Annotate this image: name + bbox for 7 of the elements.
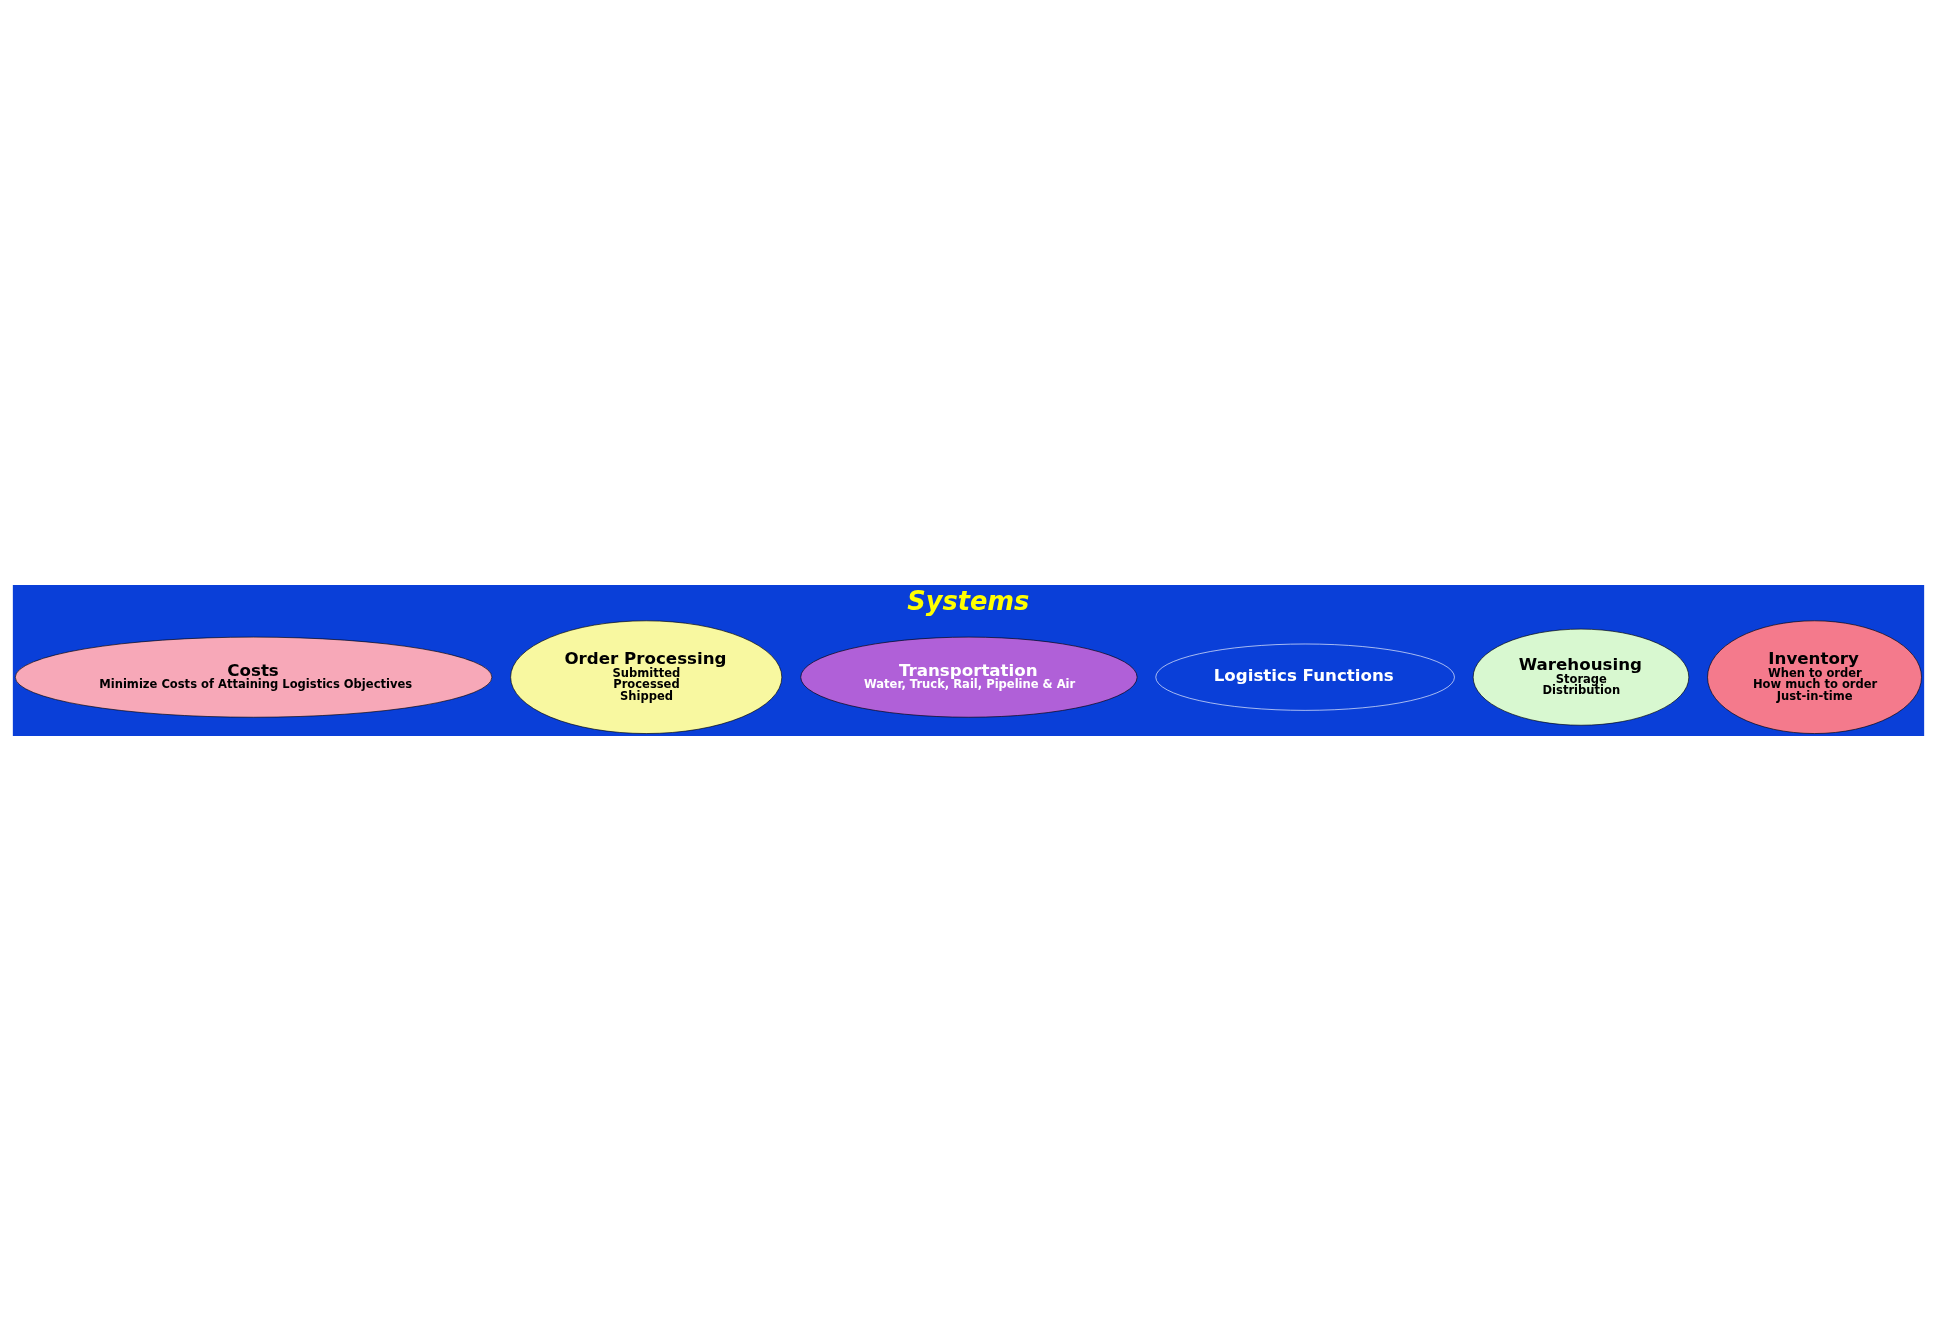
node-ellipse: Costs Minimize Costs of Attaining Logistics Objectives xyxy=(14,636,492,718)
node-ellipse: Logistics Functions xyxy=(1154,643,1455,711)
node-ellipse: Order Processing Submitted Processed Shipped xyxy=(509,620,782,734)
node-ellipse: Inventory When to order How much to order Just-in-time xyxy=(1706,620,1922,734)
node-ellipse: Warehousing Storage Distribution xyxy=(1472,628,1689,726)
diagram-title: Systems xyxy=(906,586,1029,617)
node-ellipse: Transportation Water, Truck, Rail, Pipeline & Air xyxy=(799,636,1137,718)
